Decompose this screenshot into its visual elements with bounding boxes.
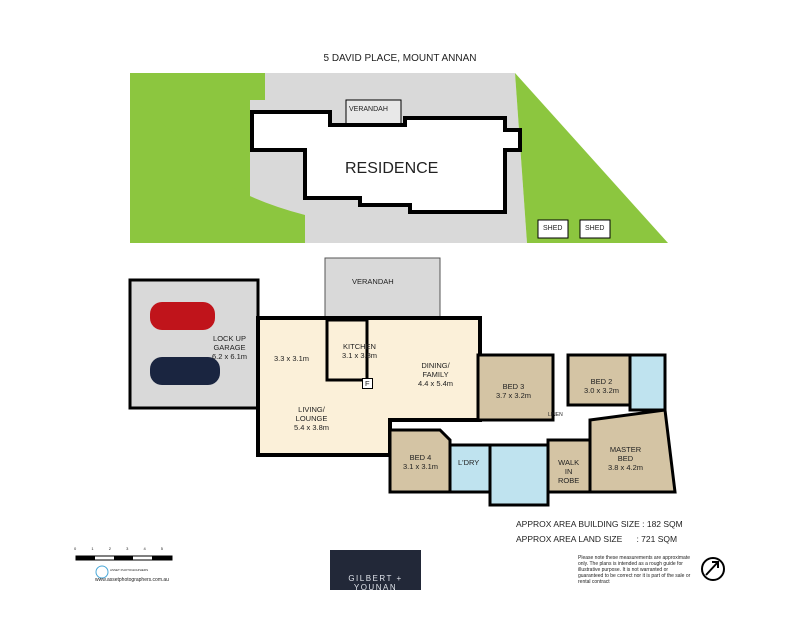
ensuite: [628, 353, 667, 412]
kitchen-label: KITCHEN 3.1 x 3.8m: [342, 342, 378, 360]
address-title: 5 DAVID PLACE, MOUNT ANNAN: [323, 53, 477, 64]
lawn-left: [130, 73, 265, 210]
living-label: LIVING/ LOUNGE 5.4 x 3.8m: [294, 405, 330, 432]
bed3-label: BED 3 3.7 x 3.2m: [496, 382, 532, 400]
garage: [128, 278, 260, 410]
land-area: APPROX AREA LAND SIZE : 721 SQM: [516, 534, 678, 544]
red-car: [150, 302, 215, 330]
shed-2: [579, 219, 611, 239]
garage-label: LOCK UP GARAGE 6.2 x 6.1m: [212, 334, 248, 361]
north-arrow-icon: [701, 557, 725, 581]
residence-outline: [250, 110, 522, 214]
bed2-label: BED 2 3.0 x 3.2m: [584, 377, 620, 395]
photographer-logo-icon: [95, 565, 109, 579]
tick: 0: [74, 546, 77, 551]
tick: 3: [126, 546, 129, 551]
site-plan: [130, 73, 668, 243]
tick: 2: [108, 546, 111, 551]
lawn-right: [515, 73, 668, 243]
house-plan: [128, 257, 677, 507]
verandah-label: VERANDAH: [352, 277, 394, 286]
site-verandah-label: VERANDAH: [349, 106, 388, 113]
bathroom: [488, 443, 550, 507]
building-area: APPROX AREA BUILDING SIZE : 182 SQM: [516, 519, 683, 529]
bed3-room: [476, 353, 555, 422]
room-label: 3.3 x 3.1m: [274, 354, 310, 363]
linen-label: LINEN: [548, 412, 563, 418]
photographer-logo-text: ASSET PHOTOGRAPHERS: [110, 568, 149, 572]
master-room: [588, 408, 677, 494]
shed1-label: SHED: [543, 225, 563, 232]
agency-name: GILBERT + YOUNAN: [348, 574, 403, 592]
laundry-label: L'DRY: [458, 458, 480, 467]
verandah: [324, 257, 441, 319]
walk-in-robe-room: [546, 438, 592, 494]
fridge-label: F: [362, 378, 373, 389]
walk-in-robe-label: WALK IN ROBE: [558, 458, 580, 485]
dining-label: DINING/ FAMILY 4.4 x 5.4m: [418, 361, 454, 388]
scale-bar: [75, 555, 173, 561]
agency-logo: GILBERT + YOUNAN: [330, 550, 421, 592]
disclaimer: Please note these measurements are appro…: [578, 555, 691, 585]
master-bed-label: MASTER BED 3.8 x 4.2m: [608, 445, 644, 472]
tick: 1: [91, 546, 94, 551]
residence-label: RESIDENCE: [345, 160, 439, 177]
blue-car: [150, 357, 220, 385]
tick: 4: [143, 546, 146, 551]
tick: 5: [160, 546, 164, 551]
photographer-url: www.assetphotographers.com.au: [95, 577, 169, 583]
shed-1: [537, 219, 569, 239]
kitchen-wall: [325, 318, 369, 382]
lawn-front: [130, 100, 305, 243]
bed4-label: BED 4 3.1 x 3.1m: [403, 453, 439, 471]
shed2-label: SHED: [585, 225, 605, 232]
scale-ticks: 0 1 2 3 4 5: [74, 546, 163, 551]
laundry-room: [448, 443, 492, 494]
